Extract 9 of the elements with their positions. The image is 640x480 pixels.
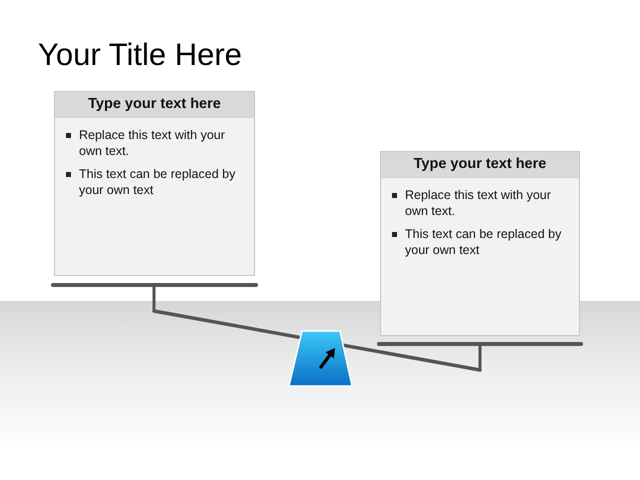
bullet-text: This text can be replaced by your own text	[405, 226, 562, 258]
bullet-text: This text can be replaced by your own text	[79, 166, 236, 198]
text-card	[54, 91, 255, 276]
bullet-text: Replace this text with your own text.	[405, 187, 552, 219]
text-card	[380, 151, 580, 336]
slide-title: Your Title Here	[38, 36, 242, 74]
card-heading: Type your text here	[381, 152, 579, 178]
bullet-text: Replace this text with your own text.	[79, 127, 226, 159]
card-heading: Type your text here	[55, 92, 254, 118]
